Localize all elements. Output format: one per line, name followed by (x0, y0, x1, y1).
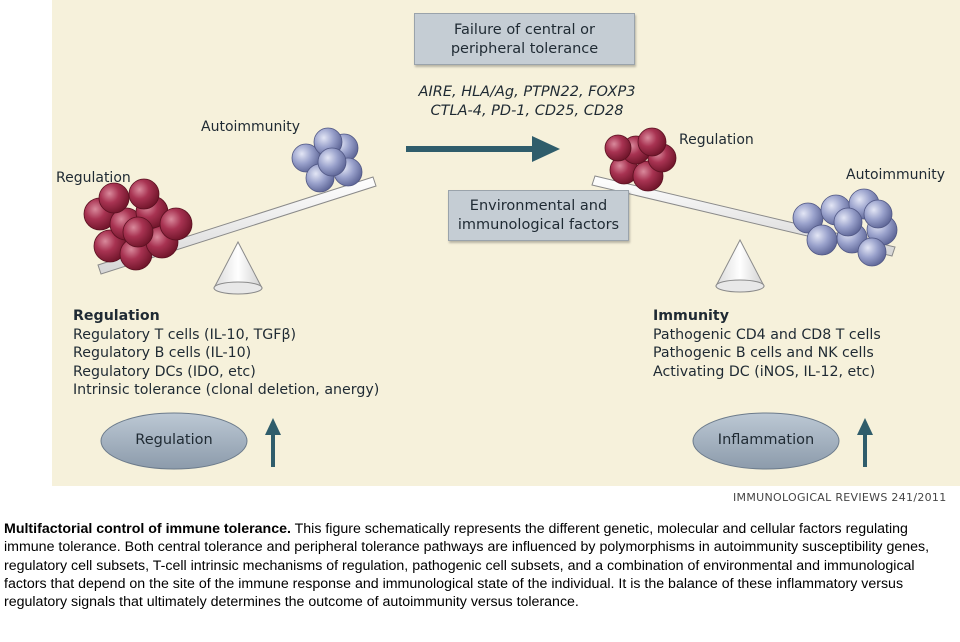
left-list-item: Regulatory DCs (IDO, etc) (73, 363, 256, 380)
left-regulation-label: Regulation (56, 170, 131, 186)
left-regulation-list: Regulation Regulatory T cells (IL-10, TG… (73, 307, 379, 400)
right-list-heading: Immunity (653, 308, 729, 324)
source-credit: IMMUNOLOGICAL REVIEWS 241/2011 (733, 491, 947, 504)
left-list-item: Intrinsic tolerance (clonal deletion, an… (73, 382, 380, 398)
left-autoimmunity-label: Autoimmunity (201, 119, 301, 135)
failure-tolerance-box: Failure of central or peripheral toleran… (414, 13, 635, 65)
caption-title: Multifactorial control of immune toleran… (4, 521, 291, 537)
left-oval (100, 412, 248, 470)
left-up-arrow (265, 418, 281, 467)
failure-box-line2: peripheral tolerance (450, 41, 599, 57)
env-box-line1: Environmental and (469, 198, 608, 214)
failure-box-line1: Failure of central or (454, 22, 595, 38)
genes-line-1: AIRE, HLA/Ag, PTPN22, FOXP3 (418, 84, 636, 100)
right-regulation-cells (604, 127, 677, 192)
right-list-item: Activating DC (iNOS, IL-12, etc) (653, 363, 876, 380)
left-autoimmunity-cells (291, 127, 363, 193)
left-list-item: Regulatory T cells (IL-10, TGFβ) (73, 326, 297, 343)
genes-line-2: CTLA-4, PD-1, CD25, CD28 (430, 103, 624, 119)
figure-caption: Multifactorial control of immune toleran… (4, 520, 960, 611)
right-up-arrow (857, 418, 873, 467)
caption-body: This figure schematically represents the… (4, 521, 930, 611)
environmental-factors-box: Environmental and immunological factors (448, 190, 629, 241)
env-box-line2: immunological factors (457, 217, 620, 233)
figure-panel: Failure of central or peripheral toleran… (52, 0, 960, 486)
right-autoimmunity-label: Autoimmunity (846, 167, 946, 183)
right-oval (692, 412, 840, 470)
right-regulation-label: Regulation (679, 132, 754, 148)
right-list-item: Pathogenic CD4 and CD8 T cells (653, 326, 881, 343)
left-list-heading: Regulation (73, 308, 160, 324)
right-immunity-list: Immunity Pathogenic CD4 and CD8 T cells … (653, 307, 881, 381)
left-regulation-cells (83, 178, 193, 271)
left-oval-label: Regulation (135, 432, 213, 448)
diagram-graphics (83, 127, 898, 470)
right-list-item: Pathogenic B cells and NK cells (653, 345, 874, 361)
right-autoimmunity-cells (792, 188, 898, 267)
right-oval-label: Inflammation (717, 432, 815, 448)
left-list-item: Regulatory B cells (IL-10) (73, 345, 252, 361)
shift-arrow (406, 136, 560, 162)
